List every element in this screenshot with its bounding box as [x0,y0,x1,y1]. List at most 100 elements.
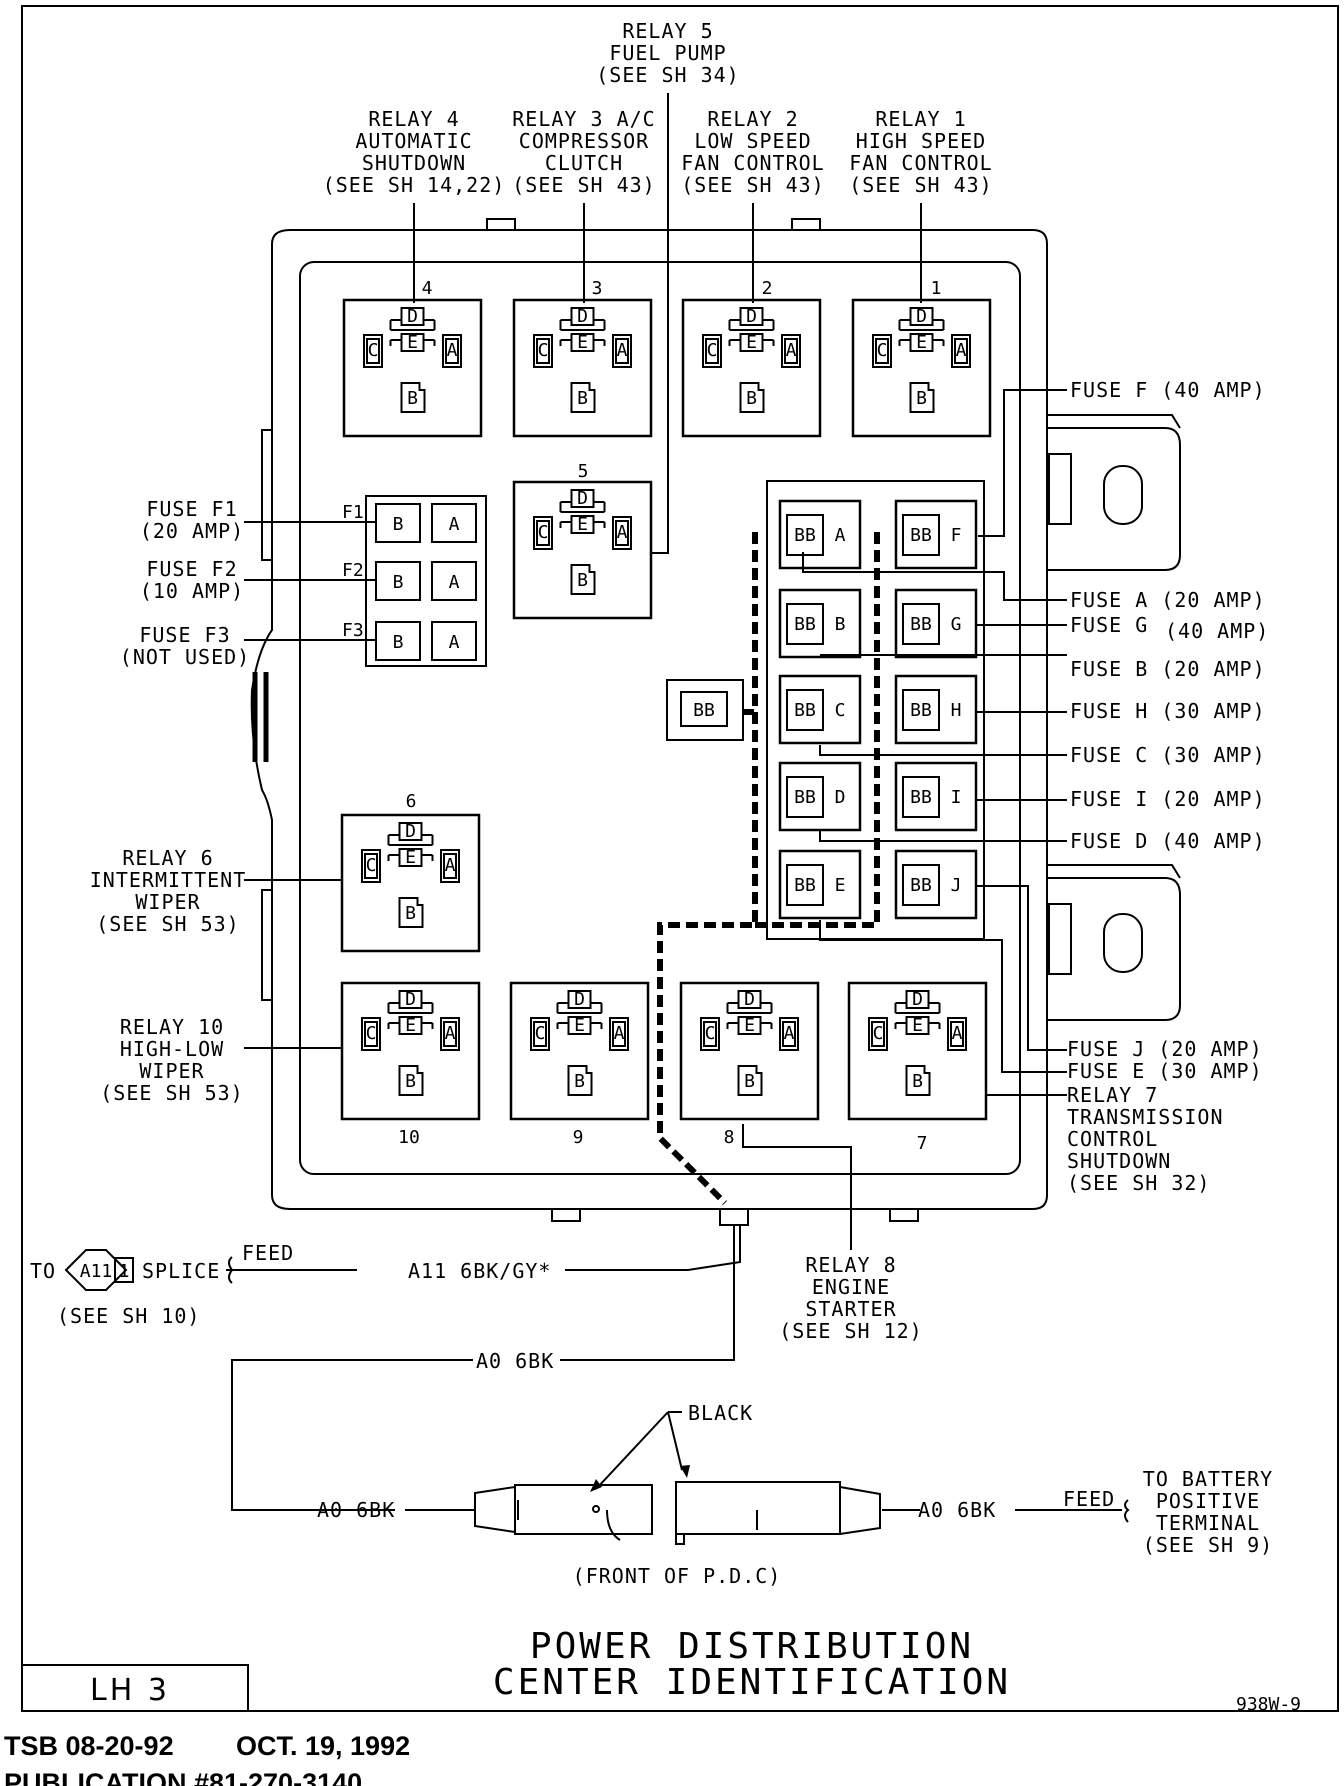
footer-tsb: TSB 08-20-92 [4,1731,174,1761]
footer: TSB 08-20-92 OCT. 19, 1992 PUBLICATION #… [4,1731,410,1786]
svg-text:(SEE SH 14,22): (SEE SH 14,22) [323,173,506,197]
splice-to: TO [30,1259,56,1283]
fuse-letter: G [951,614,962,635]
splice-num: 1 [119,1261,130,1282]
pin-d-label: D [574,989,585,1010]
fuse-d-label: FUSE D (40 AMP) [1070,829,1266,853]
pin-a-label: A [617,522,628,543]
fuse-g-amp: (40 AMP) [1165,619,1269,643]
svg-text:POWER DISTRIBUTION: POWER DISTRIBUTION [530,1626,974,1667]
slot-number-1: 1 [931,278,942,299]
pin-d-label: D [405,989,416,1010]
fuse-letter: I [951,787,962,808]
relay7-label: RELAY 7 TRANSMISSION CONTROL SHUTDOWN (S… [1067,1083,1223,1195]
fuse-letter: B [835,614,846,635]
svg-text:FUEL PUMP: FUEL PUMP [609,41,726,65]
svg-text:RELAY 5: RELAY 5 [622,19,713,43]
bb-label: BB [910,700,932,721]
spare-bb-label: BB [693,700,715,721]
pin-c-label: C [366,855,377,876]
pin-b-label: B [746,388,757,409]
pin-d-label: D [407,306,418,327]
bb-label: BB [794,700,816,721]
pin-b-label: B [577,570,588,591]
fuse-b-label: FUSE B (20 AMP) [1070,657,1266,681]
bb-label: BB [794,525,816,546]
fuse-g-label: FUSE G [1070,613,1148,637]
sheet-box: LH 3 [21,1664,249,1712]
svg-text:CLUTCH: CLUTCH [545,151,623,175]
pin-e-label: E [407,332,418,353]
fuse-j-label: FUSE J (20 AMP) [1067,1037,1263,1061]
pin-a-label: A [617,340,628,361]
battery-label: TO BATTERY POSITIVE TERMINAL (SEE SH 9) [1143,1467,1273,1557]
pin-b-label: B [912,1071,923,1092]
wire-a0-right: A0 6BK [918,1498,996,1522]
pin-c-label: C [538,522,549,543]
pin-a-label: A [447,340,458,361]
pin-c-label: C [705,1023,716,1044]
pin-d-label: D [405,821,416,842]
pin-c-label: C [535,1023,546,1044]
slot-number-9: 9 [573,1127,584,1148]
splice-id: A11 [80,1261,113,1282]
pin-b-label: B [405,1071,416,1092]
fuse-f3-b: B [393,632,404,653]
footer-date: OCT. 19, 1992 [236,1731,410,1761]
svg-text:(SEE SH 43): (SEE SH 43) [849,173,992,197]
slot-number-3: 3 [592,278,603,299]
fuse-f1-b: B [393,514,404,535]
svg-text:CENTER IDENTIFICATION: CENTER IDENTIFICATION [493,1662,1011,1703]
svg-text:(SEE SH 53): (SEE SH 53) [100,1081,243,1105]
slot-number-7: 7 [917,1133,928,1154]
svg-text:RELAY 2: RELAY 2 [707,107,798,131]
svg-text:SHUTDOWN: SHUTDOWN [1067,1149,1171,1173]
pin-c-label: C [707,340,718,361]
svg-text:RELAY 10: RELAY 10 [120,1015,224,1039]
diagram-title: POWER DISTRIBUTION CENTER IDENTIFICATION [493,1626,1011,1703]
svg-text:(SEE SH 9): (SEE SH 9) [1143,1533,1273,1557]
svg-text:TERMINAL: TERMINAL [1156,1511,1260,1535]
svg-text:(SEE SH 43): (SEE SH 43) [681,173,824,197]
pin-c-label: C [873,1023,884,1044]
pin-a-label: A [614,1023,625,1044]
splice-feed: FEED [242,1241,294,1265]
svg-text:(SEE SH 53): (SEE SH 53) [96,912,239,936]
fuse-letter: J [951,875,962,896]
pin-b-label: B [577,388,588,409]
svg-text:COMPRESSOR: COMPRESSOR [519,129,649,153]
svg-text:POSITIVE: POSITIVE [1156,1489,1260,1513]
fuse-f2-a: A [449,572,460,593]
wire-a0-left: A0 6BK [317,1498,395,1522]
svg-text:ENGINE: ENGINE [812,1275,890,1299]
wire-a0-top: A0 6BK [476,1349,554,1373]
figure-code: 938W-9 [1236,1694,1301,1715]
slot-number-8: 8 [724,1127,735,1148]
slot-number-4: 4 [422,278,433,299]
fuse-letter: D [835,787,846,808]
battery-connector [474,1481,881,1545]
black-label: BLACK [688,1401,753,1425]
slot-number-2: 2 [762,278,773,299]
fuse-letter: E [835,875,846,896]
page-border [21,5,1339,1712]
svg-text:FUSE F3: FUSE F3 [139,623,230,647]
pin-a-label: A [786,340,797,361]
fuse-f3-a: A [449,632,460,653]
pin-e-label: E [744,1015,755,1036]
fuse-f3-label: FUSE F3 (NOT USED) [120,623,249,669]
svg-text:RELAY 8: RELAY 8 [805,1253,896,1277]
fuse-f-label: FUSE F (40 AMP) [1070,378,1266,402]
pin-e-label: E [912,1015,923,1036]
pin-e-label: E [577,332,588,353]
fuse-letter: C [835,700,846,721]
svg-text:FAN CONTROL: FAN CONTROL [849,151,992,175]
